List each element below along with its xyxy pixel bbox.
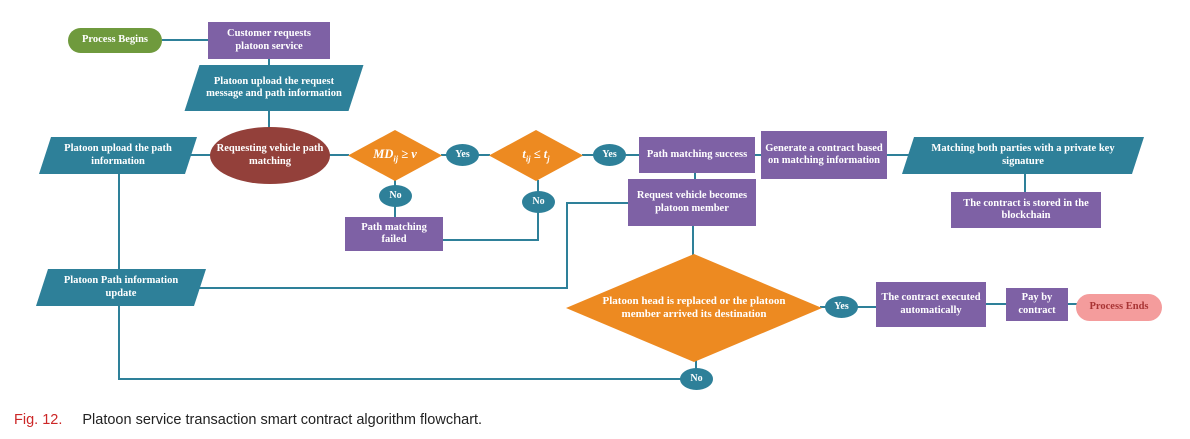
connector-success-to-member [694, 172, 696, 180]
node-label: Platoon upload the path information [64, 143, 172, 167]
node-label: Process Begins [81, 34, 148, 46]
node-pay-by-contract: Pay by contract [1006, 288, 1068, 321]
badge-yes-3: Yes [825, 296, 858, 318]
connector-loop-bottom [118, 378, 681, 380]
badge-label: No [690, 373, 703, 385]
connector-decision-to-yes [820, 306, 827, 308]
connector-generate-to-signature [886, 154, 909, 156]
badge-label: Yes [602, 149, 617, 161]
node-label: Matching both parties with a private key… [931, 143, 1115, 167]
node-contract-stored-blockchain: The contract is stored in the blockchain [951, 192, 1101, 228]
node-label: Process Ends [1089, 301, 1149, 313]
connector-pay-to-ends [1067, 303, 1077, 305]
connector-update-to-member-v [566, 202, 568, 289]
node-private-key-signature: Matching both parties with a private key… [908, 137, 1138, 174]
node-label: Platoon Path information update [63, 275, 179, 299]
node-condition-time: tij ≤ tj [489, 130, 583, 181]
badge-no-3: No [680, 368, 713, 390]
node-label: The contract is stored in the blockchain [963, 197, 1089, 221]
badge-yes-1: Yes [446, 144, 479, 166]
node-process-begins: Process Begins [68, 28, 162, 53]
connector-signature-to-stored [1024, 173, 1026, 193]
node-path-matching-failed: Path matching failed [345, 217, 443, 251]
badge-yes-2: Yes [593, 144, 626, 166]
node-label: Path matching success [646, 148, 748, 160]
node-label: Customer requests platoon service [227, 28, 311, 52]
node-contract-executed: The contract executed automatically [876, 282, 986, 327]
node-label: Requesting vehicle path matching [216, 143, 324, 167]
badge-label: Yes [455, 149, 470, 161]
node-label: Request vehicle becomes platoon member [636, 190, 748, 214]
connector-update-out [199, 287, 568, 289]
node-process-ends: Process Ends [1076, 294, 1162, 321]
connector-matching-to-cond1 [329, 154, 349, 156]
node-label: Generate a contract based on matching in… [765, 142, 883, 166]
node-customer-requests: Customer requests platoon service [208, 22, 330, 59]
node-decision-head-replaced: Platoon head is replaced or the platoon … [566, 254, 822, 362]
node-label: Platoon upload the request message and p… [206, 75, 342, 99]
connector-success-to-generate [754, 154, 762, 156]
connector-customer-to-upload [268, 58, 270, 66]
badge-label: Yes [834, 301, 849, 313]
figure-caption-text: Platoon service transaction smart contra… [82, 412, 483, 428]
figure-number: Fig. 12. [14, 412, 63, 428]
node-generate-contract: Generate a contract based on matching in… [761, 131, 887, 179]
figure-caption: Fig. 12. Platoon service transaction sma… [14, 412, 482, 428]
badge-label: No [389, 190, 402, 202]
connector-cond2-no-to-failed [443, 239, 539, 241]
connector-executed-to-pay [985, 303, 1007, 305]
node-platoon-path-update: Platoon Path information update [42, 269, 200, 306]
node-requesting-vehicle-path-matching: Requesting vehicle path matching [210, 127, 330, 184]
node-path-matching-success: Path matching success [639, 137, 755, 173]
node-label: The contract executed automatically [881, 292, 981, 316]
badge-no-1: No [379, 185, 412, 207]
badge-no-2: No [522, 191, 555, 213]
node-upload-request-message: Platoon upload the request message and p… [192, 65, 356, 111]
connector-update-to-member-h [566, 202, 628, 204]
connector-upload-to-matching [268, 111, 270, 128]
node-becomes-platoon-member: Request vehicle becomes platoon member [628, 179, 756, 226]
node-label: Path matching failed [361, 221, 427, 245]
condition-formula: MDij ≥ v [373, 147, 417, 164]
connector-begin-to-customer [162, 39, 208, 41]
connector-member-to-decision [692, 225, 694, 255]
connector-yes-to-executed [857, 306, 877, 308]
badge-label: No [532, 196, 545, 208]
connector-decision-to-no [695, 360, 697, 369]
node-condition-md: MDij ≥ v [348, 130, 442, 181]
node-upload-path-information: Platoon upload the path information [45, 137, 191, 174]
node-label: Platoon head is replaced or the platoon … [602, 295, 786, 320]
node-label: Pay by contract [1018, 292, 1056, 316]
condition-formula: tij ≤ tj [522, 147, 550, 164]
connector-path-to-matching [190, 154, 211, 156]
